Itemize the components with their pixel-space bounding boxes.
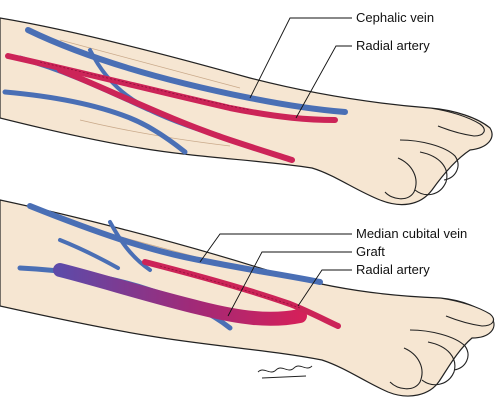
leader-radial-artery-top	[295, 45, 352, 119]
bottom-radial-artery	[142, 259, 341, 329]
top-thumb	[429, 107, 485, 137]
leader-lines	[199, 17, 352, 317]
bottom-vein-branch-3	[58, 238, 120, 270]
artist-signature	[257, 365, 313, 379]
label-radial-artery-top: Radial artery	[356, 38, 430, 53]
label-cephalic-vein: Cephalic vein	[356, 10, 435, 25]
bottom-median-cubital-vein	[27, 203, 323, 285]
bottom-forearm-skin	[0, 199, 495, 397]
top-vein-branch-2	[2, 89, 188, 155]
bottom-graft	[53, 263, 307, 326]
label-median-cubital-vein: Median cubital vein	[356, 226, 468, 241]
label-radial-artery-bottom: Radial artery	[356, 262, 430, 277]
top-forearm	[0, 17, 493, 206]
top-hand-fingers	[384, 139, 459, 200]
top-cephalic-vein	[25, 27, 348, 115]
bottom-vein-branch-2	[108, 220, 152, 272]
leader-graft	[227, 251, 352, 317]
bottom-thumb	[439, 297, 494, 327]
bottom-forearm	[0, 199, 495, 397]
leader-cephalic-vein	[249, 17, 352, 99]
bottom-hand-fingers	[389, 329, 469, 390]
leader-radial-artery-bottom	[297, 269, 352, 307]
leader-median-cubital-vein	[199, 233, 352, 263]
top-ulnar-artery	[57, 67, 295, 163]
label-graft: Graft	[356, 244, 385, 259]
